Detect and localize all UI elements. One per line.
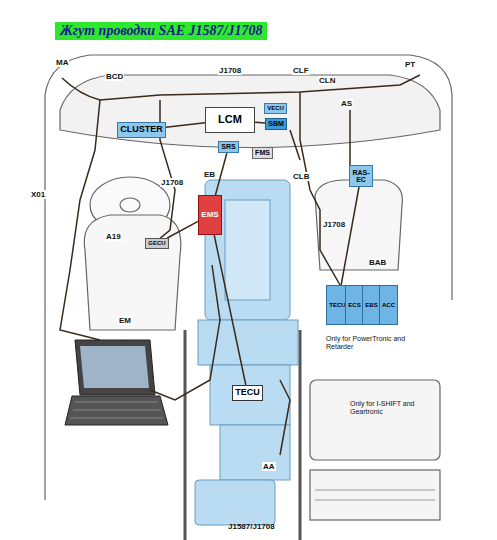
- laptop: [65, 340, 168, 425]
- part-label: AA: [262, 462, 276, 471]
- part-label: J1708: [160, 178, 184, 187]
- module-label: TECU: [329, 302, 345, 308]
- module-label: ECS: [348, 302, 360, 308]
- module-box: SRS: [218, 141, 239, 153]
- battery-box: [310, 470, 440, 520]
- dashboard: [60, 75, 440, 148]
- harness-wire: [255, 122, 265, 124]
- engine-gearbox: [195, 180, 298, 525]
- part-label: CLB: [292, 172, 310, 181]
- part-label: CLF: [292, 66, 310, 75]
- module-label: ACC: [382, 302, 395, 308]
- j1708-harness: [60, 75, 420, 455]
- module-box: GECU: [145, 238, 169, 249]
- part-label: EM: [118, 316, 132, 325]
- module-label: TECU: [235, 388, 260, 397]
- part-label: A19: [105, 232, 122, 241]
- part-label: J1708: [322, 220, 346, 229]
- part-label: CLN: [318, 76, 336, 85]
- part-label: Only for PowerTronic and Retarder: [326, 335, 418, 351]
- fuel-tank: [310, 380, 440, 460]
- module-box: LCM: [205, 107, 255, 133]
- module-label: RAS- EC: [352, 169, 370, 184]
- module-box: TECU: [232, 385, 263, 401]
- module-label: GECU: [148, 240, 165, 246]
- part-label: AS: [340, 99, 353, 108]
- part-label: X01: [30, 190, 46, 199]
- steering-hub: [120, 198, 140, 212]
- part-label: Only for I-SHIFT and Geartronic: [350, 400, 442, 416]
- module-box: SBM: [265, 118, 287, 130]
- module-label: SBM: [268, 120, 284, 127]
- harness-wire: [341, 187, 359, 285]
- passenger-seat: [315, 180, 402, 270]
- module-box: FMS: [252, 147, 273, 159]
- module-label: EBS: [365, 302, 377, 308]
- part-label: PT: [404, 60, 416, 69]
- module-label: VECU: [267, 105, 284, 111]
- module-box: CLUSTER: [117, 122, 166, 138]
- title-banner: Жгут проводки SAE J1587/J1708: [55, 22, 267, 40]
- part-label: J1708: [218, 66, 242, 75]
- harness-wire: [215, 153, 226, 195]
- harness-wire: [214, 235, 246, 385]
- part-label: EB: [203, 170, 216, 179]
- module-label: CLUSTER: [120, 125, 163, 134]
- part-label: MA: [55, 58, 69, 67]
- module-box: VECU: [264, 103, 287, 114]
- module-box: RAS- EC: [349, 165, 373, 187]
- module-label: SRS: [221, 143, 235, 150]
- module-box: ACC: [379, 285, 398, 325]
- harness-wire: [166, 123, 205, 127]
- module-box: EMS: [198, 195, 222, 235]
- part-label: BAB: [368, 258, 387, 267]
- module-label: EMS: [201, 211, 218, 219]
- harness-wire: [167, 221, 198, 238]
- module-label: FMS: [255, 149, 270, 156]
- part-label: BCD: [105, 72, 124, 81]
- cab-outline: [45, 55, 452, 500]
- part-label: J1587/J1708: [228, 522, 275, 531]
- module-label: LCM: [218, 114, 242, 126]
